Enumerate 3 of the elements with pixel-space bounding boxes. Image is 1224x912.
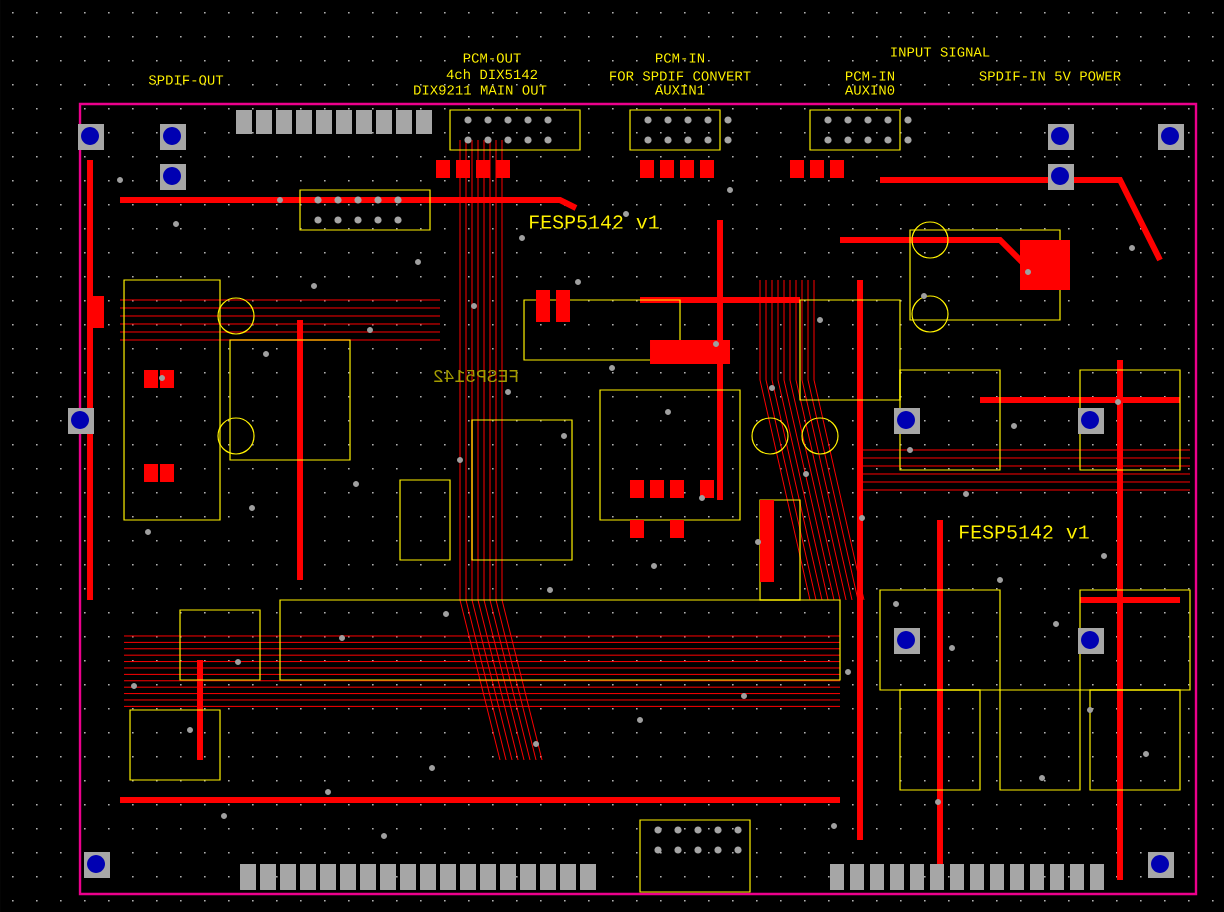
silkscreen-label: FESP5142 v1 xyxy=(530,215,659,229)
silkscreen-label: FESP5142 xyxy=(434,369,518,383)
silkscreen-label: FESP5142 v1 xyxy=(960,525,1089,539)
